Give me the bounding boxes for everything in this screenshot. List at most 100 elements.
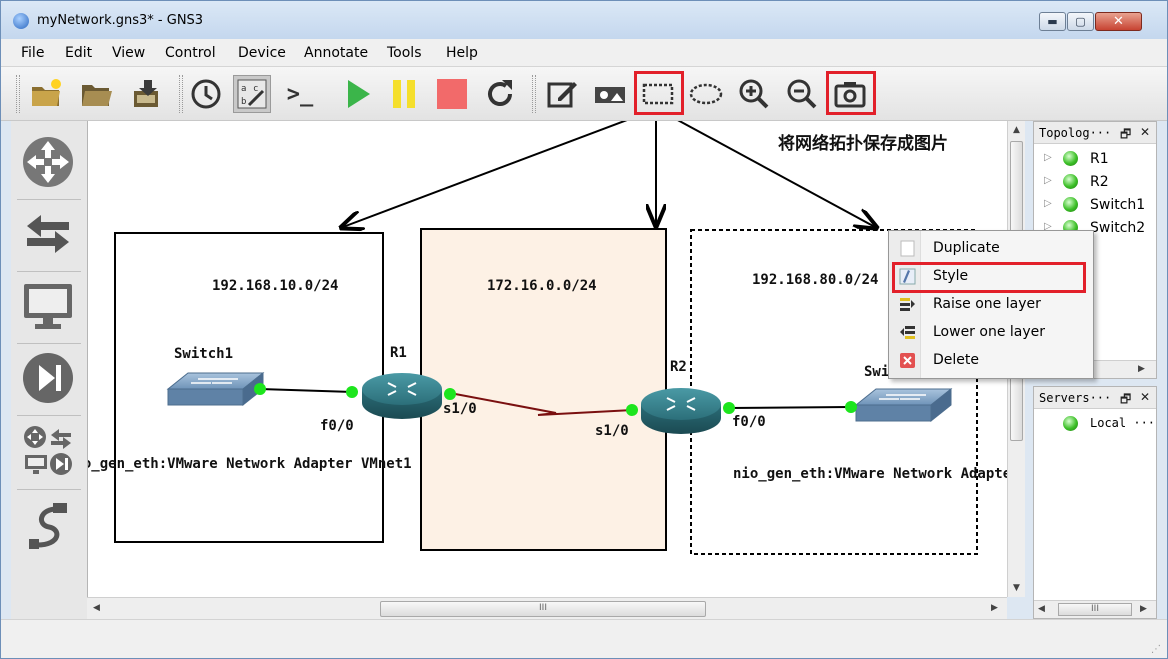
switch1-device[interactable] (166, 371, 265, 407)
end-devices-icon[interactable] (21, 279, 75, 333)
new-project-icon[interactable] (27, 75, 65, 113)
context-menu-label: Raise one layer (933, 296, 1041, 312)
status-led-icon (1063, 151, 1078, 166)
toolbar-grip[interactable] (532, 75, 536, 113)
server-item[interactable]: Local ··· (1034, 413, 1156, 435)
draw-ellipse-icon[interactable] (687, 75, 725, 113)
context-menu-raise-layer[interactable]: Raise one layer (889, 291, 1093, 317)
scroll-left-icon[interactable]: ◀ (1038, 604, 1045, 614)
menu-control[interactable]: Control (165, 45, 216, 61)
maximize-button[interactable]: ▢ (1067, 12, 1094, 31)
switch1-label[interactable]: Switch1 (174, 346, 234, 362)
r1-device[interactable] (362, 373, 442, 419)
canvas-hscroll-thumb[interactable]: III (380, 601, 706, 617)
zone-right-subnet[interactable]: 192.168.80.0/24 (752, 272, 879, 288)
scroll-right-icon[interactable]: ▶ (1138, 364, 1145, 374)
topology-item-label: R2 (1090, 174, 1109, 190)
open-project-icon[interactable] (77, 75, 115, 113)
cloud-left-label[interactable]: nio_gen_eth:VMware Network Adapter VMnet… (87, 456, 412, 472)
minimize-button[interactable]: ▬ (1039, 12, 1066, 31)
close-button[interactable]: ✕ (1095, 12, 1142, 31)
suspend-all-icon[interactable] (385, 75, 423, 113)
port-led (723, 402, 735, 414)
add-link-icon[interactable] (21, 499, 75, 553)
draw-rectangle-icon[interactable] (639, 75, 677, 113)
switches-icon[interactable] (21, 207, 75, 261)
add-note-icon[interactable] (543, 75, 581, 113)
topology-item[interactable]: ▷ Switch1 (1034, 194, 1156, 216)
zoom-out-icon[interactable] (783, 75, 821, 113)
link-r2-switch2[interactable] (728, 406, 852, 409)
context-menu-duplicate[interactable]: Duplicate (889, 235, 1093, 261)
dock-float-icon[interactable]: 🗗 (1120, 392, 1132, 406)
topology-dock-title: Topolog··· (1039, 126, 1112, 140)
r2-device[interactable] (641, 388, 721, 434)
link-switch1-r1[interactable] (259, 388, 354, 393)
context-menu-style[interactable]: Style (889, 263, 1093, 289)
scroll-up-icon[interactable]: ▲ (1013, 125, 1020, 135)
dock-close-icon[interactable]: ✕ (1140, 125, 1151, 139)
toolbar-grip[interactable] (179, 75, 183, 113)
servers-dock-scrollbar[interactable]: ◀ III ▶ (1034, 600, 1156, 618)
scroll-grip: III (539, 603, 547, 613)
device-panel (11, 121, 87, 619)
menu-device[interactable]: Device (238, 45, 286, 61)
link-r1-r2-serial[interactable] (449, 392, 634, 416)
menu-file[interactable]: File (21, 45, 45, 61)
port-led (254, 383, 266, 395)
window-title: myNetwork.gns3* - GNS3 (37, 13, 204, 28)
r1-label[interactable]: R1 (390, 345, 407, 361)
rectangle-tool-highlight (634, 71, 684, 115)
topology-item[interactable]: ▷ R1 (1034, 148, 1156, 170)
zone-middle-subnet[interactable]: 172.16.0.0/24 (487, 278, 597, 294)
expand-arrow-icon[interactable]: ▷ (1044, 152, 1052, 163)
menu-edit[interactable]: Edit (65, 45, 93, 61)
routers-icon[interactable] (21, 135, 75, 189)
switch2-device[interactable] (854, 387, 953, 423)
screenshot-icon[interactable] (831, 75, 869, 113)
topology-canvas[interactable]: 将网络拓扑保存成图片 192.168.10.0/24 172.16.0.0/24… (87, 121, 1007, 597)
context-menu-delete[interactable]: Delete (889, 347, 1093, 373)
reload-all-icon[interactable] (481, 75, 519, 113)
scroll-left-icon[interactable]: ◀ (93, 603, 100, 613)
r2-label[interactable]: R2 (670, 359, 687, 375)
stop-all-icon[interactable] (433, 75, 471, 113)
zone-left-subnet[interactable]: 192.168.10.0/24 (212, 278, 339, 294)
port-led (444, 388, 456, 400)
topology-dock-title-bar[interactable]: Topolog··· 🗗 ✕ (1034, 122, 1156, 144)
dock-close-icon[interactable]: ✕ (1140, 390, 1151, 404)
dock-float-icon[interactable]: 🗗 (1120, 127, 1132, 141)
servers-dock-scroll-thumb[interactable]: III (1058, 603, 1132, 616)
canvas-horizontal-scrollbar[interactable]: ◀ III ▶ (87, 597, 1007, 619)
scroll-right-icon[interactable]: ▶ (991, 603, 998, 613)
expand-arrow-icon[interactable]: ▷ (1044, 198, 1052, 209)
cloud-right-label[interactable]: nio_gen_eth:VMware Network Adapter VMnet… (733, 466, 1007, 482)
menu-annotate[interactable]: Annotate (304, 45, 369, 61)
resize-grip-icon[interactable]: ⋰ (1151, 644, 1161, 655)
annotation-note[interactable]: 将网络拓扑保存成图片 (778, 134, 948, 154)
toolbar-grip[interactable] (16, 75, 20, 113)
scroll-down-icon[interactable]: ▼ (1013, 583, 1020, 593)
security-devices-icon[interactable] (21, 351, 75, 405)
insert-image-icon[interactable] (591, 75, 629, 113)
expand-arrow-icon[interactable]: ▷ (1044, 175, 1052, 186)
menu-tools[interactable]: Tools (387, 45, 422, 61)
lower-layer-icon (900, 326, 915, 339)
start-all-icon[interactable] (339, 75, 377, 113)
all-devices-icon[interactable] (21, 423, 75, 477)
menu-bar: File Edit View Control Device Annotate T… (1, 39, 1167, 67)
menu-help[interactable]: Help (446, 45, 478, 61)
servers-dock-title-bar[interactable]: Servers··· 🗗 ✕ (1034, 387, 1156, 409)
save-project-icon[interactable] (127, 75, 165, 113)
menu-view[interactable]: View (112, 45, 146, 61)
context-menu-lower-layer[interactable]: Lower one layer (889, 319, 1093, 345)
console-icon[interactable]: >_ (281, 75, 319, 113)
title-bar[interactable]: myNetwork.gns3* - GNS3 ▬ ▢ ✕ (1, 1, 1167, 39)
snapshot-clock-icon[interactable] (187, 75, 225, 113)
topology-item[interactable]: ▷ R2 (1034, 171, 1156, 193)
expand-arrow-icon[interactable]: ▷ (1044, 221, 1052, 232)
topology-item-label: R1 (1090, 151, 1109, 167)
scroll-right-icon[interactable]: ▶ (1140, 604, 1147, 614)
zoom-in-icon[interactable] (735, 75, 773, 113)
